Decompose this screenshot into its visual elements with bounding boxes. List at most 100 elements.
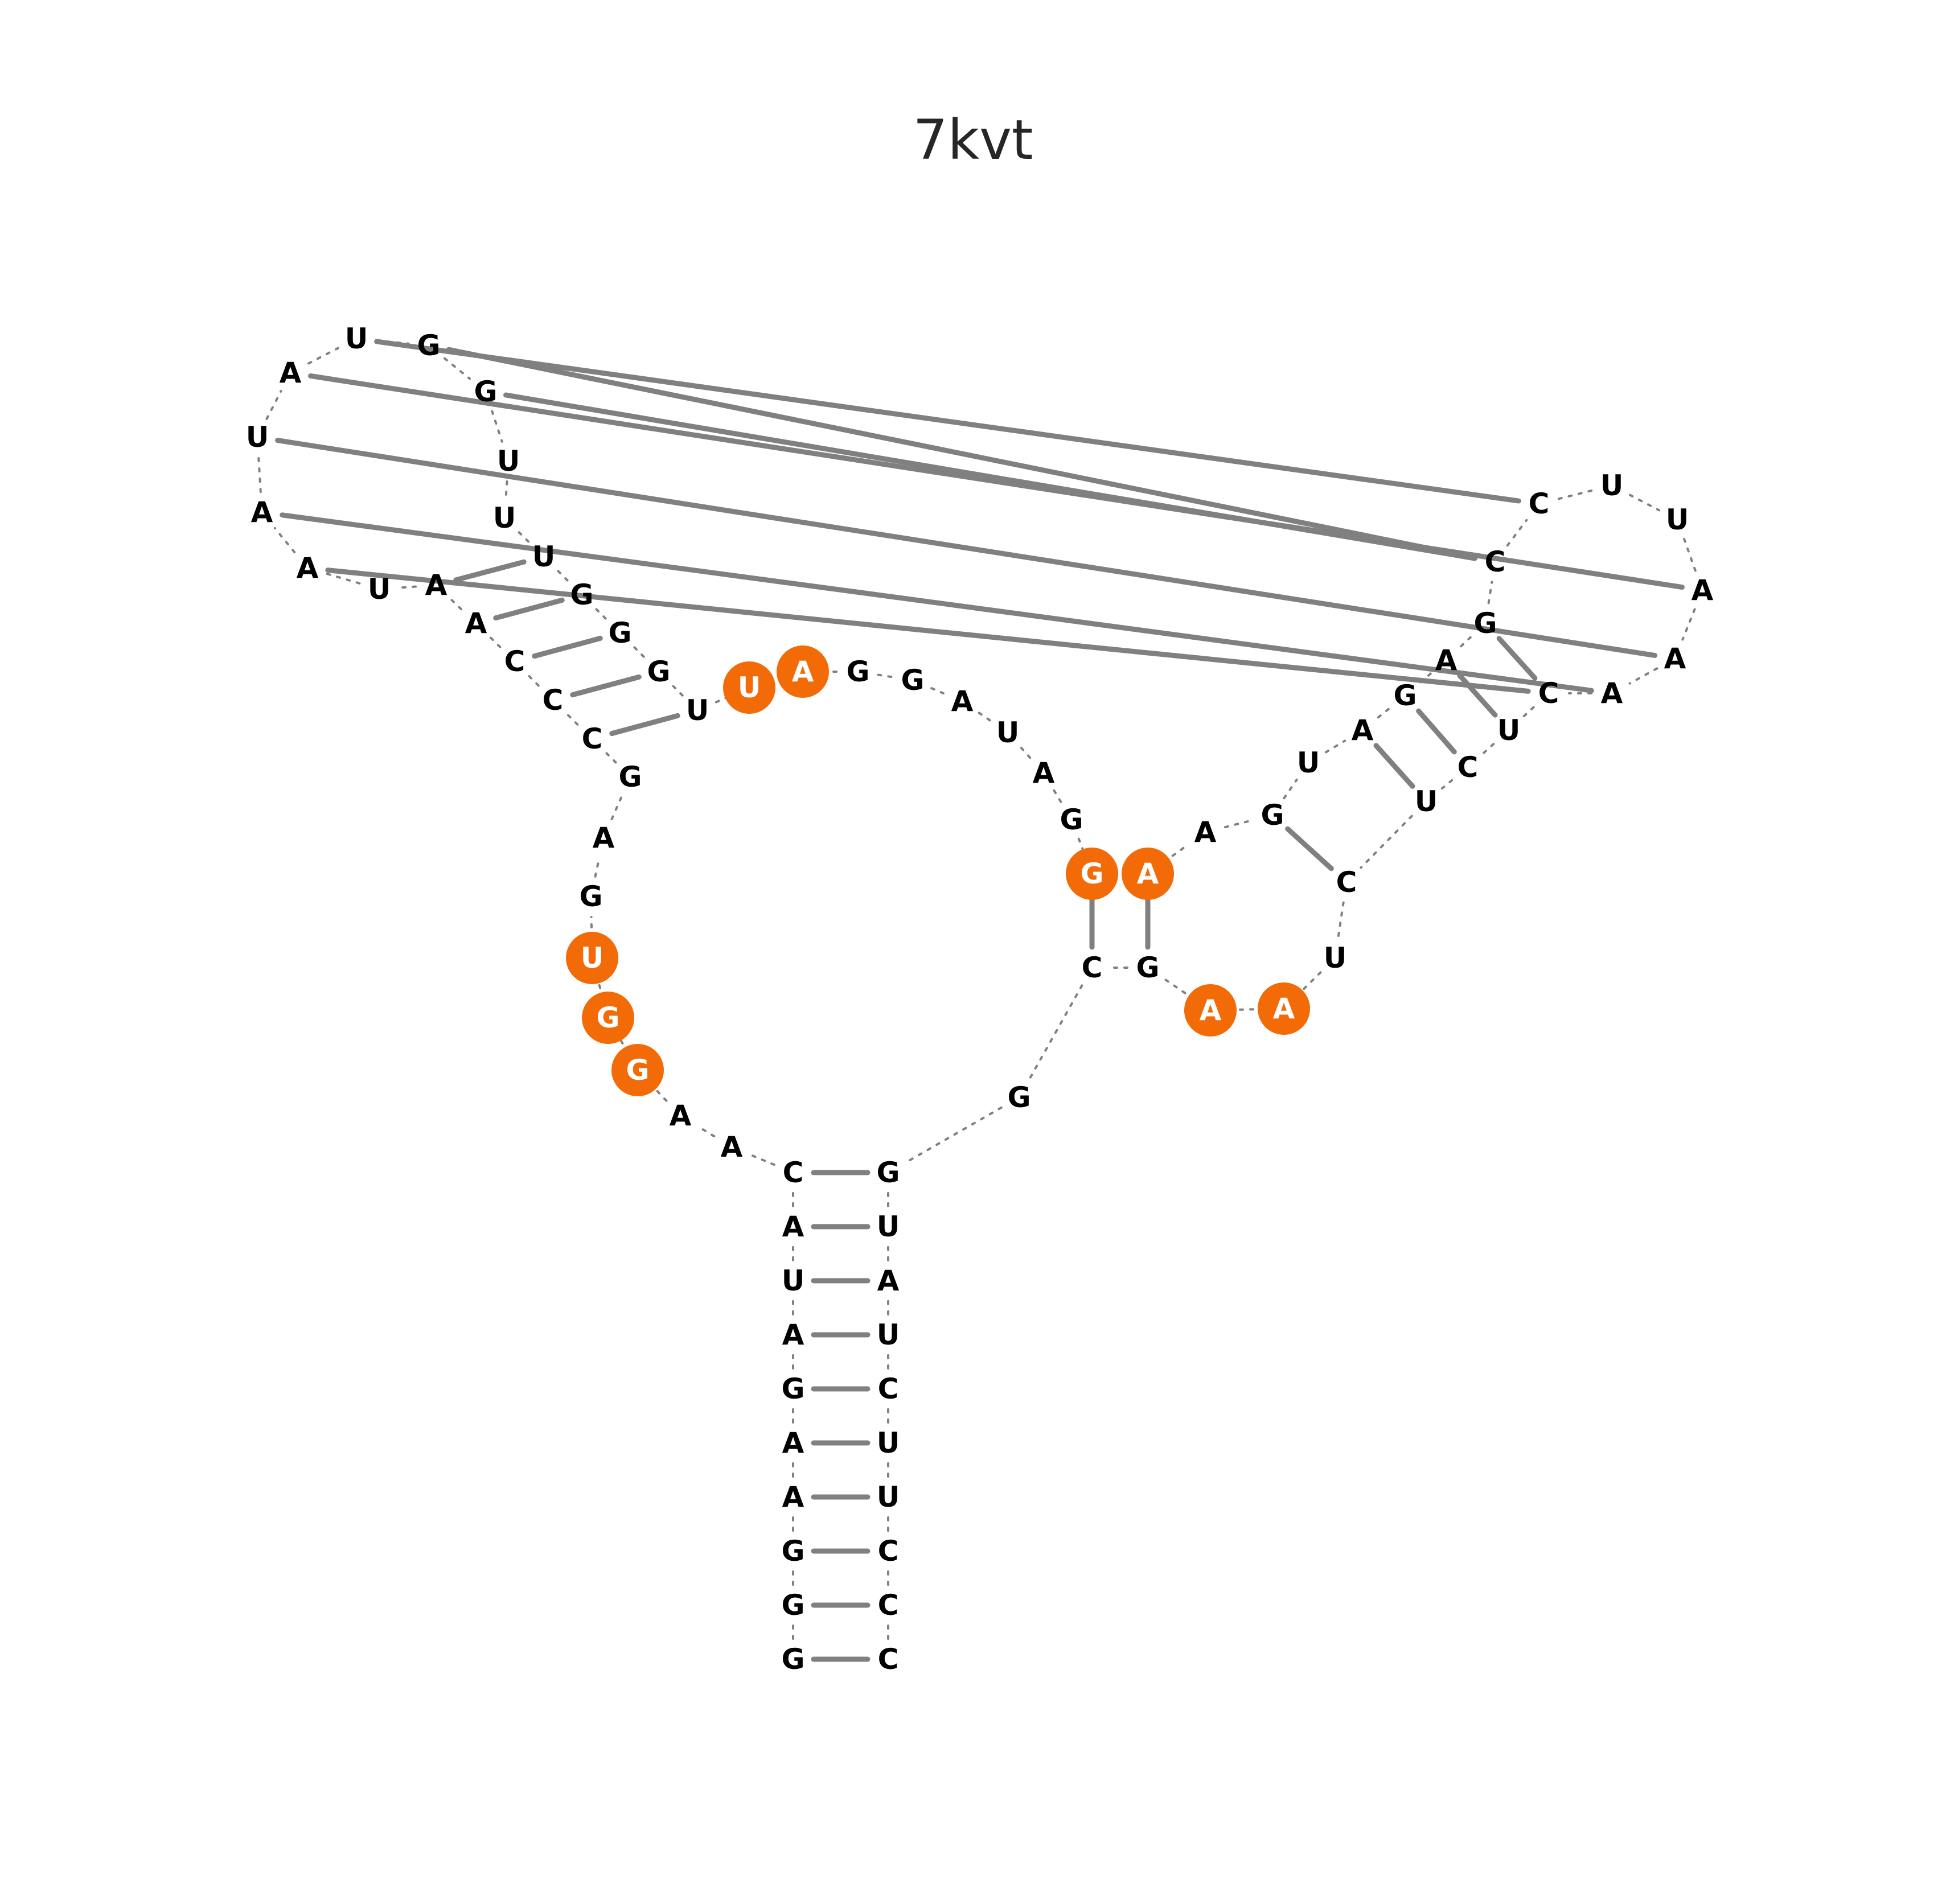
nucleotide-label: U bbox=[497, 445, 520, 478]
nucleotide: C bbox=[878, 1589, 899, 1622]
backbone-link bbox=[450, 598, 462, 611]
nucleotide-label: A bbox=[792, 655, 814, 688]
nucleotide: G bbox=[1473, 607, 1497, 640]
highlighted-nucleotide: G bbox=[611, 1044, 664, 1096]
nucleotide-label: C bbox=[1529, 487, 1550, 520]
base-pair-bond bbox=[1457, 673, 1498, 718]
nucleotide-label: A bbox=[1200, 994, 1222, 1027]
base-pair-layer bbox=[275, 339, 1685, 1662]
nucleotide: G bbox=[579, 880, 602, 913]
nucleotide: G bbox=[901, 664, 924, 697]
base-pair-bond bbox=[1496, 636, 1538, 681]
backbone-link bbox=[749, 1153, 775, 1166]
highlight-marker bbox=[1184, 984, 1237, 1037]
backbone-link bbox=[273, 527, 296, 554]
backbone-link bbox=[398, 585, 417, 589]
base-pair-bond bbox=[453, 559, 527, 583]
nucleotide-label: A bbox=[1352, 714, 1374, 747]
nucleotide-label: C bbox=[1538, 677, 1559, 710]
nucleotide-label: A bbox=[782, 1426, 804, 1459]
nucleotide: A bbox=[297, 552, 319, 585]
backbone-link bbox=[1506, 519, 1528, 547]
nucleotide: C bbox=[783, 1156, 804, 1189]
nucleotide: C bbox=[878, 1372, 899, 1405]
backbone-link bbox=[1628, 667, 1658, 685]
base-pair-bond bbox=[1373, 743, 1415, 789]
nucleotide-label: G bbox=[579, 880, 602, 913]
base-pair-bond bbox=[325, 568, 1531, 694]
nucleotide: C bbox=[878, 1643, 899, 1676]
nucleotide-label: U bbox=[493, 501, 516, 534]
diagram-title: 7kvt bbox=[913, 108, 1033, 172]
nucleotide: C bbox=[1485, 545, 1506, 578]
nucleotide-label: C bbox=[878, 1643, 899, 1676]
backbone-link bbox=[1360, 815, 1413, 869]
nucleotide-label: C bbox=[582, 722, 603, 755]
nucleotide-label: U bbox=[1600, 469, 1624, 502]
nucleotide-label: A bbox=[1664, 642, 1686, 675]
backbone-link bbox=[1628, 494, 1661, 512]
backbone-link bbox=[1522, 706, 1535, 718]
backbone-link bbox=[595, 608, 607, 620]
nucleotide: G bbox=[1007, 1081, 1031, 1114]
nucleotide-label: A bbox=[782, 1481, 804, 1514]
highlight-marker bbox=[611, 1044, 664, 1096]
highlight-marker bbox=[582, 992, 634, 1044]
backbone-link bbox=[650, 1084, 668, 1102]
backbone-link bbox=[528, 675, 540, 687]
nucleotide: C bbox=[1082, 951, 1103, 984]
base-pair-bond bbox=[1416, 708, 1457, 755]
nucleotide-label: C bbox=[1458, 751, 1479, 784]
nucleotide-label: U bbox=[1297, 746, 1320, 779]
nucleotide-label: G bbox=[1393, 679, 1417, 712]
nucleotide: G bbox=[781, 1372, 804, 1405]
nucleotide-label: A bbox=[425, 569, 448, 602]
nucleotide: G bbox=[618, 760, 642, 793]
base-pair-bond bbox=[308, 373, 1685, 590]
nucleotide-label: A bbox=[1601, 677, 1623, 710]
nucleotide: A bbox=[465, 607, 487, 640]
nucleotide: U bbox=[877, 1210, 900, 1243]
nucleotide: C bbox=[878, 1535, 899, 1568]
nucleotide-label: G bbox=[781, 1372, 804, 1405]
backbone-link bbox=[265, 390, 282, 420]
nucleotide-label: G bbox=[1473, 607, 1497, 640]
nucleotide-label: C bbox=[1485, 545, 1506, 578]
base-pair-bond bbox=[1285, 826, 1334, 871]
nucleotide: U bbox=[1324, 941, 1347, 974]
nucleotide: G bbox=[781, 1535, 804, 1568]
base-pair-bond bbox=[275, 438, 1657, 658]
nucleotide-label: U bbox=[782, 1264, 805, 1297]
nucleotide-label: G bbox=[1060, 803, 1083, 836]
backbone-link bbox=[443, 357, 471, 380]
backbone-link bbox=[1460, 636, 1472, 648]
highlight-marker bbox=[1066, 848, 1118, 900]
highlighted-nucleotide: A bbox=[1122, 848, 1174, 900]
nucleotide: A bbox=[1601, 677, 1623, 710]
base-pair-bond bbox=[374, 339, 1521, 504]
backbone-link bbox=[1377, 707, 1391, 719]
nucleotide-label: G bbox=[647, 655, 670, 688]
nucleotide-label: A bbox=[1137, 857, 1159, 890]
backbone-link bbox=[930, 687, 945, 694]
nucleotide-label: A bbox=[251, 496, 273, 529]
nucleotide: A bbox=[280, 356, 302, 389]
nucleotide: A bbox=[877, 1264, 900, 1297]
nucleotide-label: G bbox=[781, 1589, 804, 1622]
nucleotide: U bbox=[1666, 503, 1689, 536]
nucleotide-label: C bbox=[1336, 866, 1357, 899]
nucleotide: A bbox=[1664, 642, 1686, 675]
base-pair-bond bbox=[609, 713, 680, 737]
nucleotide: U bbox=[1415, 785, 1438, 818]
nucleotide-label: C bbox=[1082, 951, 1103, 984]
nucleotide: A bbox=[721, 1130, 743, 1163]
nucleotide-label: U bbox=[1666, 503, 1689, 536]
nucleotide: U bbox=[368, 573, 391, 606]
nucleotide: U bbox=[497, 445, 520, 478]
nucleotide: G bbox=[1261, 799, 1284, 832]
nucleotide: G bbox=[781, 1643, 804, 1676]
backbone-link bbox=[257, 456, 262, 494]
backbone-link bbox=[1481, 743, 1495, 755]
nucleotide: G bbox=[876, 1156, 900, 1189]
nucleotide-label: C bbox=[878, 1535, 899, 1568]
